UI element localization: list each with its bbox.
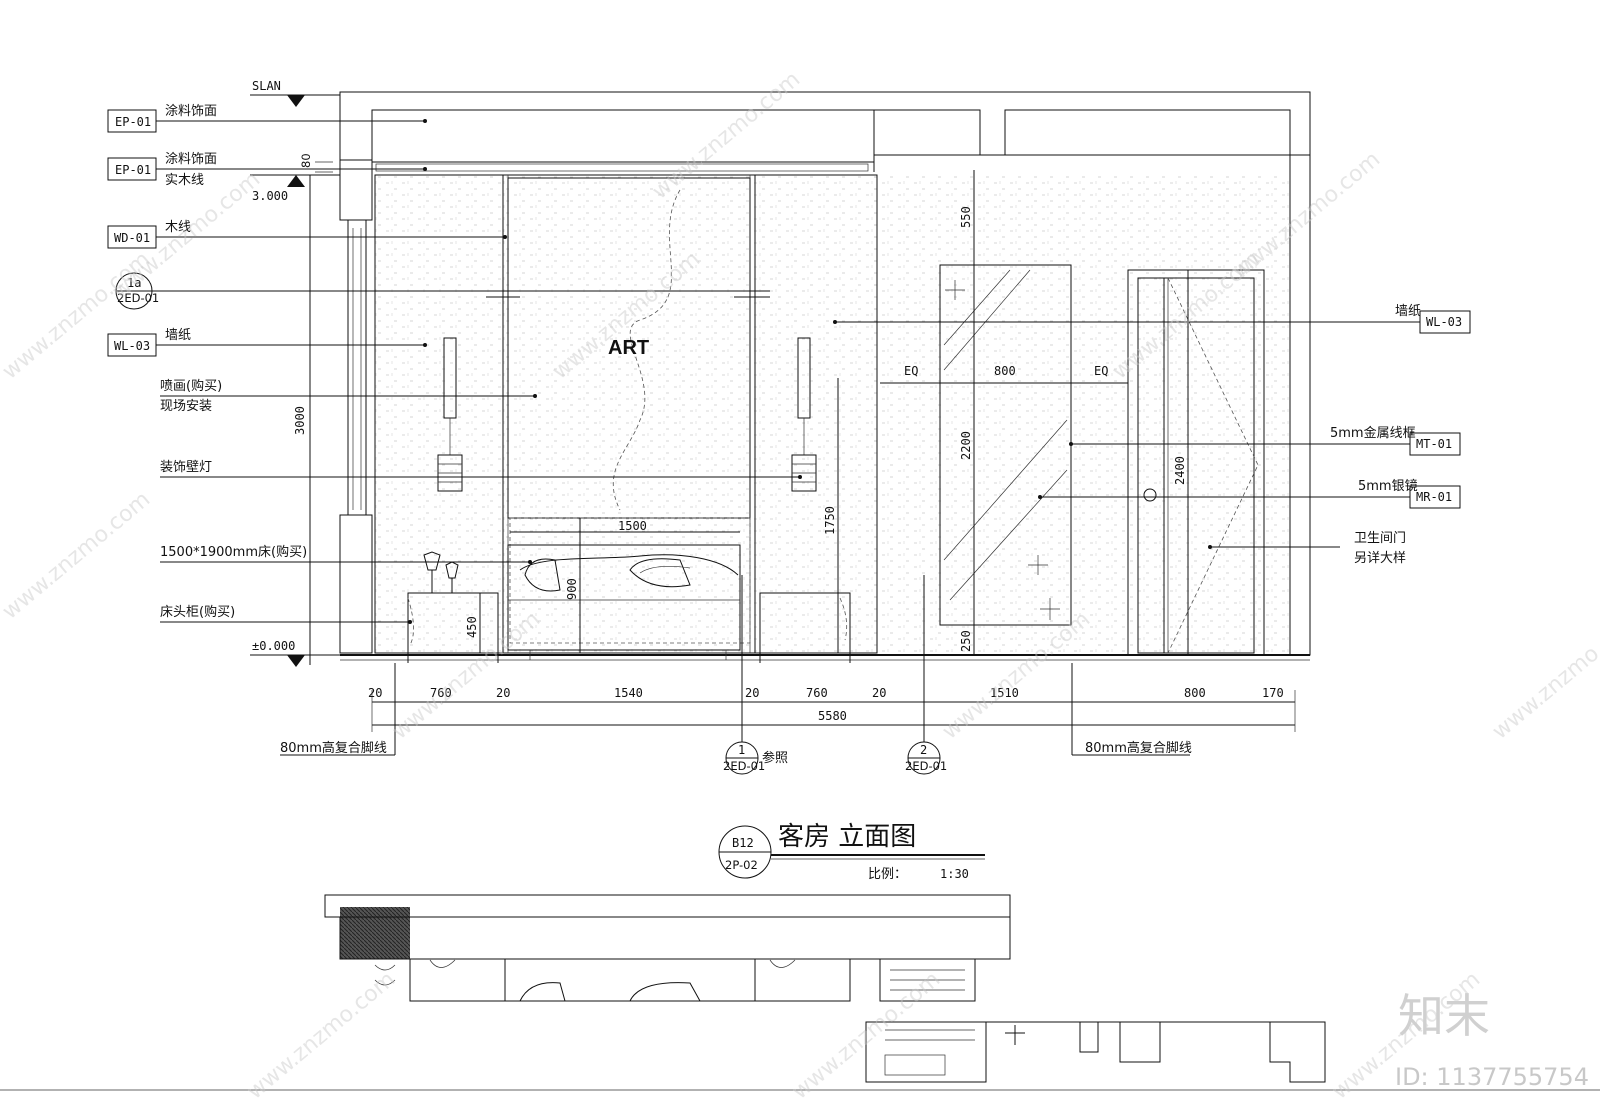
tag-mt01: MT-01 — [1416, 437, 1452, 451]
dim-b6: 760 — [806, 686, 828, 700]
marker-1-bottom: 2ED-01 — [723, 759, 765, 773]
wall-lamp-right — [791, 337, 817, 492]
watermark-site-3: www.znzmo.com — [0, 487, 155, 625]
note-painting: 喷画(购买) — [160, 378, 222, 394]
tag-wd01: WD-01 — [114, 231, 150, 245]
bed-wall: ART — [374, 172, 1290, 654]
scale-value: 1:30 — [940, 867, 969, 881]
bed — [507, 517, 751, 660]
note-wd01: 木线 — [165, 220, 191, 235]
marker-2-top: 2 — [920, 743, 927, 757]
marker-1-top: 1 — [738, 743, 745, 757]
note-baseboard-right: 80mm高复合脚线 — [1085, 740, 1192, 756]
plan-view — [0, 894, 1600, 1091]
note-nightstand: 床头柜(购买) — [160, 604, 235, 620]
note-mt01: 5mm金属线框 — [1330, 425, 1416, 441]
dimension-lines — [303, 161, 1296, 732]
level-floor: ±0.000 — [252, 639, 295, 653]
marker-1a-top: 1a — [127, 276, 141, 290]
left-callouts — [107, 94, 802, 667]
marker-1-note: 参照 — [762, 750, 788, 766]
note-door-1: 卫生间门 — [1354, 531, 1406, 546]
dim-door-height: 2400 — [1173, 456, 1187, 485]
dim-mirror-height: 2200 — [959, 431, 973, 460]
watermark-site-12: www.znzmo.com — [788, 967, 945, 1105]
note-ep01-b2: 实木线 — [165, 173, 204, 188]
dim-total: 5580 — [818, 709, 847, 723]
watermark-site-11: www.znzmo.com — [243, 967, 400, 1105]
dim-b7: 20 — [872, 686, 886, 700]
right-callouts — [833, 310, 1471, 549]
note-wl03-right: 墙纸 — [1395, 304, 1421, 319]
note-bed: 1500*1900mm床(购买) — [160, 544, 307, 560]
tag-ep01-b: EP-01 — [115, 163, 151, 177]
watermark-logo: 知末 — [1398, 989, 1490, 1043]
art-label: ART — [608, 337, 649, 359]
dim-3000: 3000 — [293, 406, 307, 435]
note-ep01-a: 涂料饰面 — [165, 103, 217, 119]
scale-label: 比例： — [868, 867, 907, 882]
drawing-title: 客房 立面图 — [778, 822, 916, 852]
marker-2-bottom: 2ED-01 — [905, 759, 947, 773]
dim-nightstand: 450 — [465, 616, 479, 638]
tag-wl03-left: WL-03 — [114, 339, 150, 353]
note-baseboard-left: 80mm高复合脚线 — [280, 740, 387, 756]
dim-b9: 800 — [1184, 686, 1206, 700]
text-layer: SLAN 3.000 ±0.000 EP-01 涂料饰面 EP-01 涂料饰面 … — [114, 79, 1462, 882]
dim-eq-right: EQ — [1094, 364, 1108, 378]
note-door-2: 另详大样 — [1354, 551, 1406, 566]
title-ref-top: B12 — [732, 836, 754, 850]
watermark-site-10: www.znzmo.com — [1488, 607, 1600, 745]
dim-lamp: 1750 — [823, 506, 837, 535]
dim-mirror-top: 550 — [959, 206, 973, 228]
dim-bed-height: 900 — [565, 578, 579, 600]
watermark-id: ID: 1137755754 — [1395, 1063, 1589, 1091]
note-wl03-left: 墙纸 — [165, 328, 191, 343]
wall-lamp-left — [437, 337, 463, 492]
note-wall-lamp: 装饰壁灯 — [160, 460, 212, 475]
note-ep01-b: 涂料饰面 — [165, 151, 217, 167]
dim-bed-width: 1500 — [618, 519, 647, 533]
wall-frame — [339, 91, 1311, 661]
nightstand-right — [759, 592, 851, 663]
dim-b8: 1510 — [990, 686, 1019, 700]
tag-ep01-a: EP-01 — [115, 115, 151, 129]
tag-mr01: MR-01 — [1416, 490, 1452, 504]
dim-b4: 1540 — [614, 686, 643, 700]
dim-mirror-width: 800 — [994, 364, 1016, 378]
note-mr01: 5mm银镜 — [1358, 479, 1418, 494]
dim-b10: 170 — [1262, 686, 1284, 700]
marker-1a-bottom: 2ED-01 — [117, 291, 159, 305]
dim-mirror-bottom: 250 — [959, 630, 973, 652]
bathroom-door — [1127, 269, 1265, 656]
tag-wl03-right: WL-03 — [1426, 315, 1462, 329]
dim-b3: 20 — [496, 686, 510, 700]
level-ceiling: 3.000 — [252, 189, 288, 203]
section-markers — [280, 575, 1190, 775]
dim-eq-left: EQ — [904, 364, 918, 378]
level-slan: SLAN — [252, 79, 281, 93]
dim-ceiling-small: 80 — [299, 153, 313, 168]
title-block — [718, 825, 985, 879]
title-ref-bottom: 2P-02 — [725, 858, 758, 872]
dim-b2: 760 — [430, 686, 452, 700]
dim-b5: 20 — [745, 686, 759, 700]
note-install: 现场安装 — [160, 399, 212, 414]
dim-b1: 20 — [368, 686, 382, 700]
